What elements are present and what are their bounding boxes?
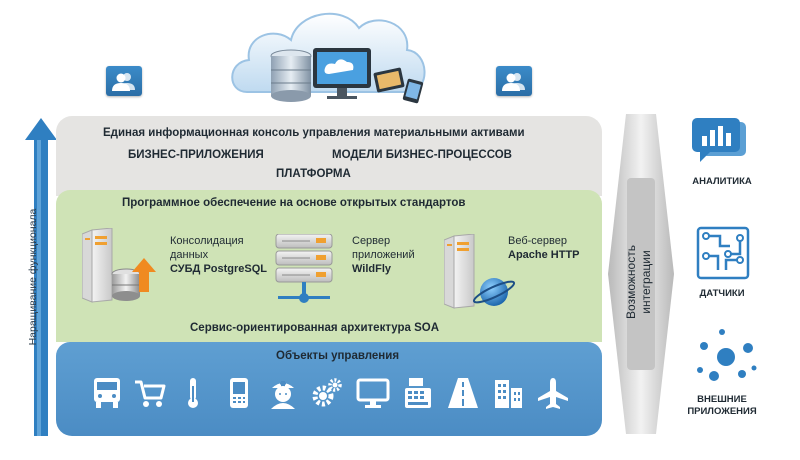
gears-icon <box>312 378 342 407</box>
mobile-device-icon <box>230 378 248 408</box>
application-server-rack-icon <box>275 234 333 303</box>
database-server-icon <box>82 228 156 303</box>
growth-arrow <box>25 118 57 436</box>
monitor-icon <box>356 378 390 408</box>
cash-register-icon <box>405 378 431 408</box>
tablet-icon <box>373 67 405 93</box>
database-icon <box>270 49 312 102</box>
truck-icon <box>94 378 120 408</box>
sensors-label: ДАТЧИКИ <box>699 288 745 299</box>
software-layer: Программное обеспечение на основе открыт… <box>56 190 602 342</box>
external-apps-icon <box>697 329 757 381</box>
apache-line1: Веб-сервер <box>508 235 567 247</box>
external-apps-line1: ВНЕШНИЕ <box>697 394 747 405</box>
wildfly-line2: приложений <box>352 249 415 261</box>
external-apps-label: ВНЕШНИЕ ПРИЛОЖЕНИЯ <box>680 394 764 418</box>
integration-arrow <box>608 114 674 434</box>
console-title: Единая информационная консоль управления… <box>103 127 525 139</box>
business-apps-label: БИЗНЕС-ПРИЛОЖЕНИЯ <box>128 149 264 161</box>
postgres-line1: Консолидация <box>170 235 244 247</box>
road-icon <box>448 378 478 408</box>
thermometer-icon <box>188 378 198 408</box>
growth-label: Наращивание функционала <box>27 208 39 346</box>
external-apps-line2: ПРИЛОЖЕНИЯ <box>687 406 757 417</box>
analytics-icon <box>692 118 746 162</box>
analytics-label: АНАЛИТИКА <box>692 176 752 187</box>
buildings-icon <box>495 380 522 408</box>
apache-line2: Apache HTTP <box>508 249 580 261</box>
cart-icon <box>135 380 166 407</box>
business-models-label: МОДЕЛИ БИЗНЕС-ПРОЦЕССОВ <box>332 149 512 161</box>
nurse-icon <box>271 381 295 409</box>
sensor-chip-icon <box>696 226 750 280</box>
wildfly-line3: WildFly <box>352 263 392 275</box>
postgres-line3: СУБД PostgreSQL <box>170 263 268 275</box>
monitor-illustration-icon <box>313 48 371 99</box>
web-server-icon <box>444 234 516 309</box>
phone-icon <box>402 78 424 104</box>
integration-line2: интеграции <box>639 250 653 314</box>
airplane-icon <box>538 378 568 409</box>
user-icon <box>106 66 142 96</box>
cloud-infrastructure-illustration <box>231 12 426 104</box>
integration-label: Возможность интеграции <box>624 134 658 430</box>
soa-label: Сервис-ориентированная архитектура SOA <box>190 322 440 334</box>
user-icon <box>496 66 532 96</box>
software-title: Программное обеспечение на основе открыт… <box>122 197 466 209</box>
postgres-line2: данных <box>170 249 209 261</box>
objects-title: Объекты управления <box>276 350 400 362</box>
platform-label: ПЛАТФОРМА <box>276 168 351 180</box>
console-layer: Единая информационная консоль управления… <box>56 116 602 196</box>
integration-line1: Возможность <box>624 245 638 319</box>
wildfly-line1: Сервер <box>352 235 391 247</box>
